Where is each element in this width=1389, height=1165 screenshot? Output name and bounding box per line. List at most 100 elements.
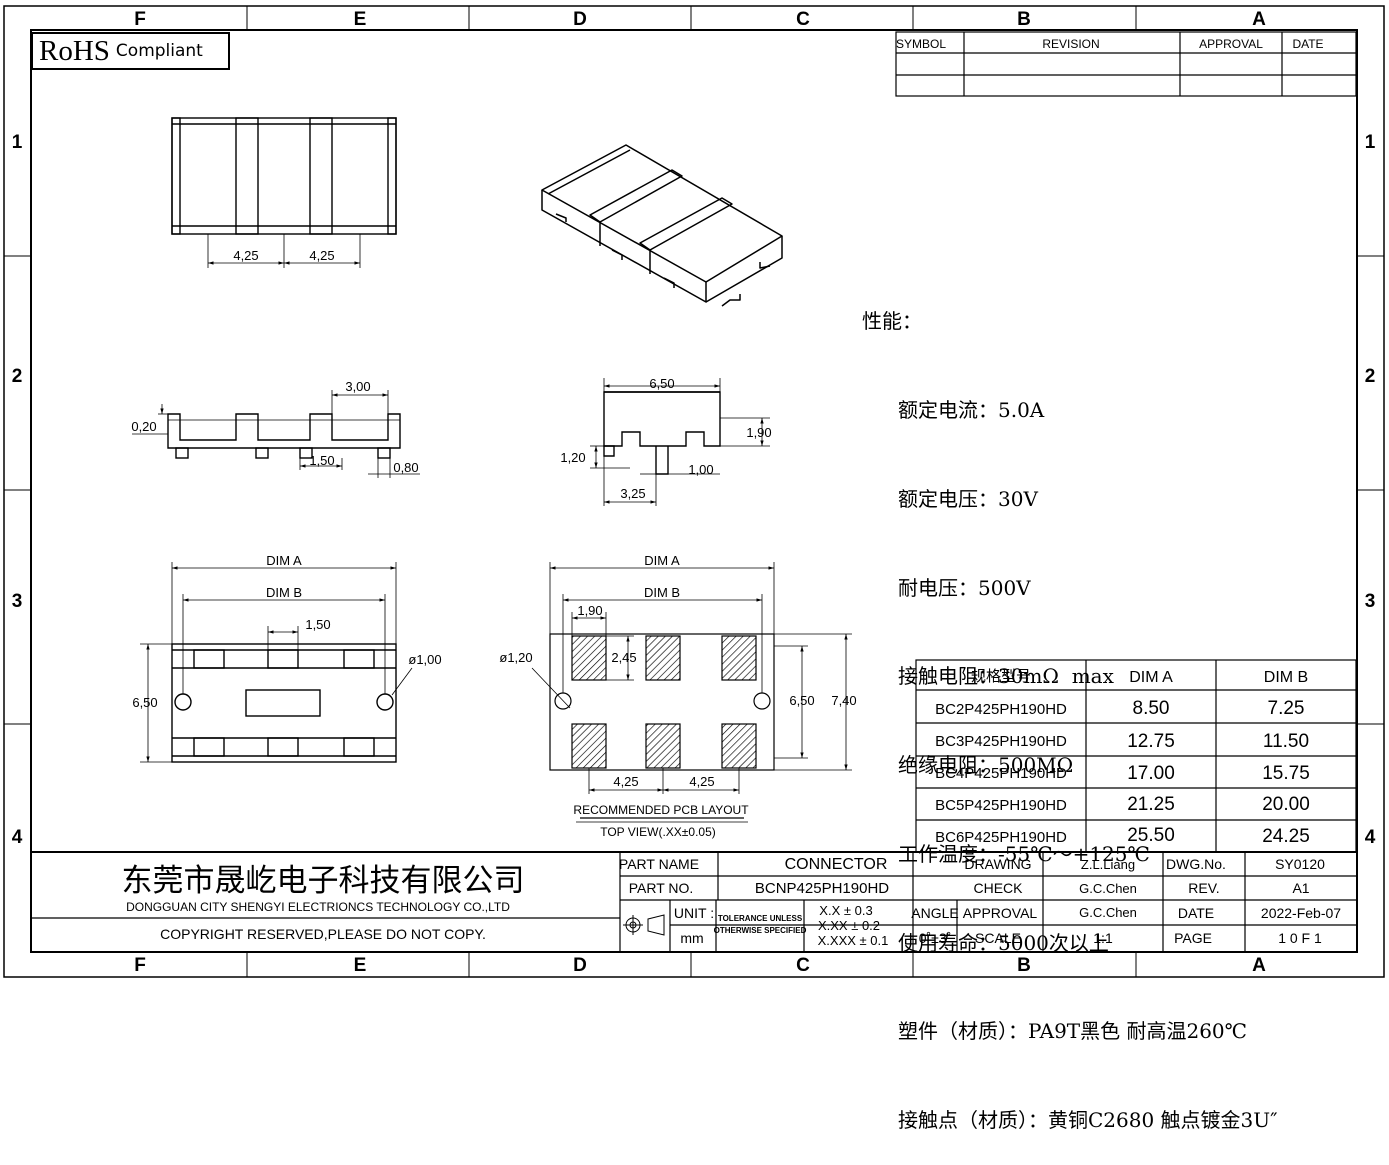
dim-table-header-model: 规格型号	[971, 668, 1031, 685]
dim-pcb-dim-b: DIM B	[644, 585, 680, 600]
zone-number-left-1: 1	[12, 132, 23, 153]
projection-symbol-icon	[623, 914, 665, 936]
dim-table-row-2-dim-a: 12.75	[1127, 731, 1175, 752]
drawing-label: DRAWING	[964, 856, 1031, 872]
zone-letter-bottom-d: D	[573, 955, 587, 976]
sheet-border	[3, 5, 1385, 978]
pcb-caption-title: RECOMMENDED PCB LAYOUT	[573, 803, 749, 817]
rohs-badge: RoHS Compliant	[31, 32, 230, 70]
end-view	[590, 378, 770, 506]
dim-top-pitch-a: 4,25	[233, 248, 258, 263]
check-label: CHECK	[973, 880, 1023, 896]
zone-letters: F E D C B A F E D C B A 1 2 3 4 1 2 3 4	[12, 9, 1376, 976]
dim-side-150: 1,50	[309, 453, 334, 468]
dim-table-row-5-model: BC6P425PH190HD	[935, 829, 1067, 846]
tolerance-x: X.X ± 0.3	[819, 903, 872, 918]
approval-value: G.C.Chen	[1079, 905, 1137, 920]
dim-end-120: 1,20	[560, 450, 585, 465]
spec-rated-voltage: 额定电压：30V	[898, 486, 1038, 511]
dim-table-header-dim-a: DIM A	[1129, 669, 1173, 686]
dim-table-row-2-model: BC3P425PH190HD	[935, 733, 1067, 750]
dim-pcb-740: 7,40	[831, 693, 856, 708]
dim-top-pitch-b: 4,25	[309, 248, 334, 263]
zone-letter-top-d: D	[573, 9, 587, 30]
check-value: G.C.Chen	[1079, 881, 1137, 896]
pcb-layout	[531, 562, 852, 823]
tolerance-xx: X.XX ± 0.2	[818, 918, 880, 933]
zone-letter-top-f: F	[134, 9, 146, 30]
zone-number-right-3: 3	[1365, 591, 1376, 612]
zone-number-left-4: 4	[12, 827, 23, 848]
revision-table: SYMBOL REVISION APPROVAL DATE	[895, 31, 1357, 97]
dim-side-080: 0,80	[393, 460, 418, 475]
part-no-value: BCNP425PH190HD	[755, 880, 889, 897]
dim-table-row-5-dim-b: 24.25	[1262, 826, 1310, 847]
top-view	[171, 117, 397, 268]
dim-pcb-dim-a: DIM A	[644, 553, 680, 568]
drawing-value: Z.L.Liang	[1081, 857, 1135, 872]
zone-number-left-3: 3	[12, 591, 23, 612]
specs-heading: 性能：	[862, 309, 922, 334]
dim-side-020: 0,20	[131, 419, 156, 434]
dim-bottom-dim-a: DIM A	[266, 553, 302, 568]
rev-header-symbol: SYMBOL	[896, 37, 946, 51]
drawing-sheet: F E D C B A F E D C B A 1 2 3 4 1 2 3 4 …	[3, 5, 1385, 978]
dim-table-row-5-dim-a: 25.50	[1127, 825, 1175, 846]
spec-withstand-voltage: 耐电压：500V	[898, 575, 1031, 600]
dim-table-row-4-dim-a: 21.25	[1127, 794, 1175, 815]
dim-bottom-150: 1,50	[305, 617, 330, 632]
zone-letter-top-b: B	[1017, 9, 1031, 30]
company-name-cn: 东莞市晟屹电子科技有限公司	[122, 863, 525, 898]
zone-letter-top-c: C	[796, 9, 810, 30]
page-label: PAGE	[1174, 930, 1212, 946]
dwg-no-label: DWG.No.	[1166, 856, 1226, 872]
spec-rated-current: 额定电流：5.0A	[898, 397, 1045, 422]
dim-table-row-1-dim-b: 7.25	[1268, 698, 1305, 719]
spec-contact-resistance: 接触电阻：30mΩ max	[898, 664, 1114, 689]
performance-specs: 性能： 额定电流：5.0A 额定电压：30V 耐电压：500V 接触电阻：30m…	[862, 248, 1278, 1165]
zone-letter-top-e: E	[354, 9, 367, 30]
unit-value: mm	[680, 930, 703, 946]
spec-contact-material: 接触点（材质）：黄铜C2680 触点镀金3U″	[898, 1108, 1278, 1133]
part-name-value: CONNECTOR	[785, 856, 888, 873]
dim-table-row-2-dim-b: 11.50	[1263, 731, 1309, 752]
dim-table-row-3-model: BC4P425PH190HD	[935, 765, 1067, 782]
tolerance-line-2: OTHERWISE SPECIFIED	[714, 926, 807, 935]
zone-letter-bottom-e: E	[354, 955, 367, 976]
dim-table: 规格型号 DIM A DIM B BC2P425PH190HD 8.50 7.2…	[915, 659, 1357, 853]
dim-table-row-4-dim-b: 20.00	[1262, 794, 1310, 815]
zone-letter-bottom-a: A	[1252, 955, 1266, 976]
dim-end-325: 3,25	[620, 486, 645, 501]
part-no-label: PART NO.	[629, 880, 694, 896]
zone-letter-bottom-f: F	[134, 955, 146, 976]
spec-housing-material: 塑件（材质）：PA9T黑色 耐高温260℃	[898, 1019, 1248, 1044]
dim-bottom-650: 6,50	[132, 695, 157, 710]
dim-pcb-650: 6,50	[789, 693, 814, 708]
dim-table-row-1-dim-a: 8.50	[1133, 698, 1170, 719]
rohs-compliant-label: Compliant	[115, 41, 203, 61]
dim-table-row-3-dim-b: 15.75	[1262, 763, 1310, 784]
tolerance-xxx: X.XXX ± 0.1	[818, 933, 889, 948]
rev-label: REV.	[1188, 880, 1219, 896]
dim-bottom-dim-b: DIM B	[266, 585, 302, 600]
zone-number-left-2: 2	[12, 366, 23, 387]
page-value: 1 0 F 1	[1278, 930, 1322, 946]
tolerance-line-1: TOLERANCE UNLESS	[718, 914, 803, 923]
pcb-caption-subtitle: TOP VIEW(.XX±0.05)	[600, 825, 716, 839]
part-name-label: PART NAME	[619, 856, 699, 872]
dim-pcb-245: 2,45	[611, 650, 636, 665]
zone-number-right-4: 4	[1365, 827, 1376, 848]
rev-header-approval: APPROVAL	[1199, 37, 1263, 51]
rohs-label: RoHS	[39, 34, 110, 67]
dim-end-190: 1,90	[746, 425, 771, 440]
rev-header-date: DATE	[1292, 37, 1323, 51]
dim-pcb-190: 1,90	[577, 603, 602, 618]
rev-header-revision: REVISION	[1042, 37, 1099, 51]
dim-side-300: 3,00	[345, 379, 370, 394]
dim-table-row-3-dim-a: 17.00	[1127, 763, 1175, 784]
unit-label: UNIT :	[674, 905, 714, 921]
bottom-view	[140, 562, 413, 763]
side-view	[132, 390, 420, 478]
spec-insulation-resistance: 绝缘电阻：500MΩ	[898, 753, 1074, 778]
title-block: 东莞市晟屹电子科技有限公司 DONGGUAN CITY SHENGYI ELEC…	[31, 851, 1357, 952]
